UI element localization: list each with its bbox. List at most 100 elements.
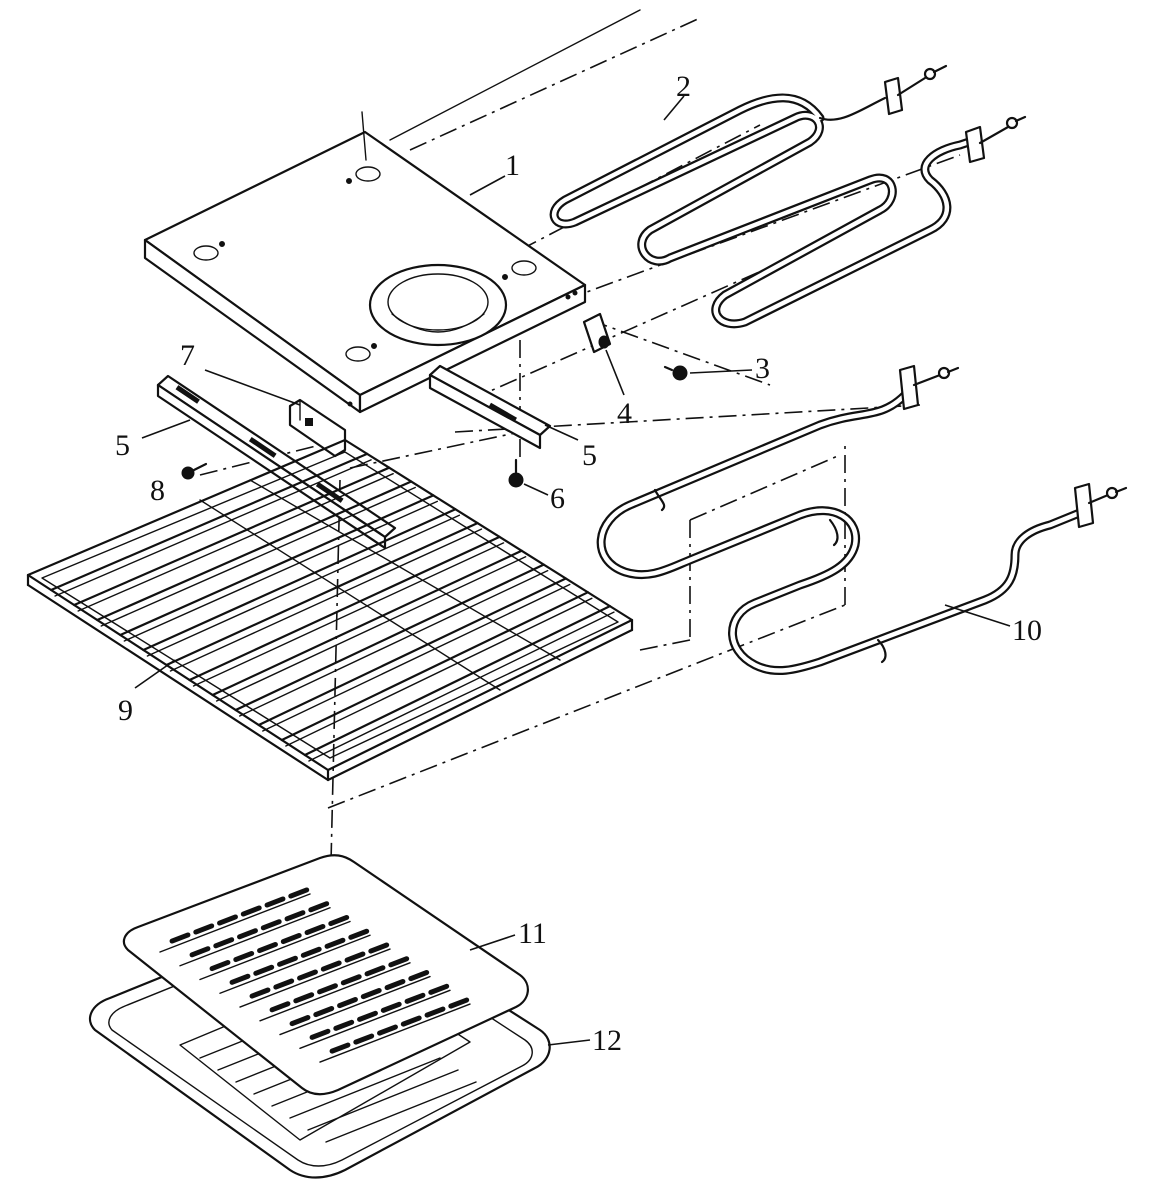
insert-slot <box>233 950 255 963</box>
terminal-icon <box>964 115 1027 164</box>
insert-slot <box>360 988 382 1000</box>
label-part-4: 4 <box>617 397 632 430</box>
insert-rib <box>219 934 371 994</box>
insert-slot <box>288 887 310 899</box>
insert-slot <box>209 959 231 972</box>
rack-wire <box>54 459 372 597</box>
label-part-10: 10 <box>1012 614 1042 647</box>
rack-wire <box>146 514 461 657</box>
insert-slot <box>240 905 262 917</box>
insert-slot <box>189 946 211 958</box>
terminal-icon <box>883 64 948 116</box>
screw-icon <box>508 458 524 488</box>
insert-slot <box>384 979 406 991</box>
label-part-2: 2 <box>676 70 691 103</box>
insert-slot <box>448 997 470 1009</box>
insert-slot <box>348 928 370 940</box>
label-part-12: 12 <box>592 1024 622 1057</box>
rack-wire <box>49 452 369 592</box>
insert-slot <box>308 901 330 913</box>
insert-rib <box>159 893 311 953</box>
label-part-5-right: 5 <box>582 439 597 472</box>
upper-heating-element <box>549 64 1027 329</box>
insert-slot <box>329 1042 351 1054</box>
insert-slot <box>324 937 346 949</box>
pan-ridge <box>325 1081 477 1143</box>
screw-icon <box>181 462 208 480</box>
rack-wire <box>73 466 391 607</box>
insert-slot <box>400 1015 422 1027</box>
rack-wire <box>188 535 501 682</box>
insert-rib <box>199 920 351 981</box>
pan-ridge <box>289 1057 441 1119</box>
insert-slot <box>304 923 326 936</box>
insert-slot <box>333 1019 355 1031</box>
insert-slot <box>377 1024 398 1036</box>
insert-slot <box>280 932 302 945</box>
oven-rack <box>26 438 634 782</box>
insert-slot <box>317 983 338 995</box>
insert-slot <box>260 919 282 931</box>
rack-wire <box>123 500 439 642</box>
insert-slot <box>364 965 386 977</box>
insert-slot <box>169 932 191 944</box>
terminal-icon <box>1073 482 1128 529</box>
rack-wire <box>100 486 416 627</box>
terminal-icon <box>898 364 960 411</box>
top-plate <box>143 111 587 414</box>
insert-slot <box>293 992 315 1004</box>
insert-slot <box>313 1006 335 1018</box>
insert-slot <box>320 960 342 972</box>
leader-lines <box>134 95 1011 1046</box>
label-part-1: 1 <box>505 149 520 182</box>
insert-slot <box>237 928 258 940</box>
rack-wire <box>303 605 612 757</box>
rack-wire <box>169 528 483 672</box>
insert-slot <box>193 923 215 935</box>
insert-rib <box>299 989 451 1050</box>
insert-slot <box>424 1006 446 1018</box>
rack-wire <box>285 597 593 747</box>
insert-slot <box>408 970 430 982</box>
part-labels: 1 2 3 4 5 5 6 7 8 9 10 11 12 <box>115 70 1042 1057</box>
rack-wire <box>215 556 527 702</box>
insert-slot <box>337 997 358 1009</box>
insert-slot <box>428 983 450 995</box>
broiler-insert <box>122 854 529 1096</box>
lower-heating-element <box>596 364 1128 675</box>
rack-wire <box>192 542 505 687</box>
rack-wire <box>165 521 479 667</box>
rack-wire <box>238 569 549 717</box>
rack-wire <box>142 508 457 652</box>
rack-wire <box>308 611 615 762</box>
insert-slot <box>213 937 235 949</box>
insert-slot <box>309 1028 331 1040</box>
insert-slot <box>380 1001 402 1013</box>
insert-slot <box>368 942 390 954</box>
insert-rib <box>259 962 411 1022</box>
rack-wire <box>119 494 435 637</box>
right-bracket <box>428 364 552 450</box>
label-part-7: 7 <box>180 339 195 372</box>
insert-slot <box>328 914 350 927</box>
center-bracket <box>288 398 347 458</box>
rack-wire <box>257 577 567 727</box>
insert-slot <box>264 896 286 908</box>
rack-wire <box>96 480 413 622</box>
label-part-11: 11 <box>518 917 547 950</box>
insert-slot <box>284 910 306 922</box>
pan-ridge <box>307 1069 459 1131</box>
insert-slot <box>289 1015 311 1027</box>
rack-wire <box>211 549 523 697</box>
rack-wire <box>262 583 571 732</box>
rack-wire <box>234 563 545 712</box>
insert-slot <box>388 956 410 968</box>
insert-rib <box>239 948 391 1008</box>
label-part-3: 3 <box>755 352 770 385</box>
insert-slot <box>257 941 278 954</box>
insert-slot <box>269 1001 291 1013</box>
insert-slot <box>344 951 366 963</box>
insert-slot <box>273 978 295 990</box>
label-part-8: 8 <box>150 474 165 507</box>
